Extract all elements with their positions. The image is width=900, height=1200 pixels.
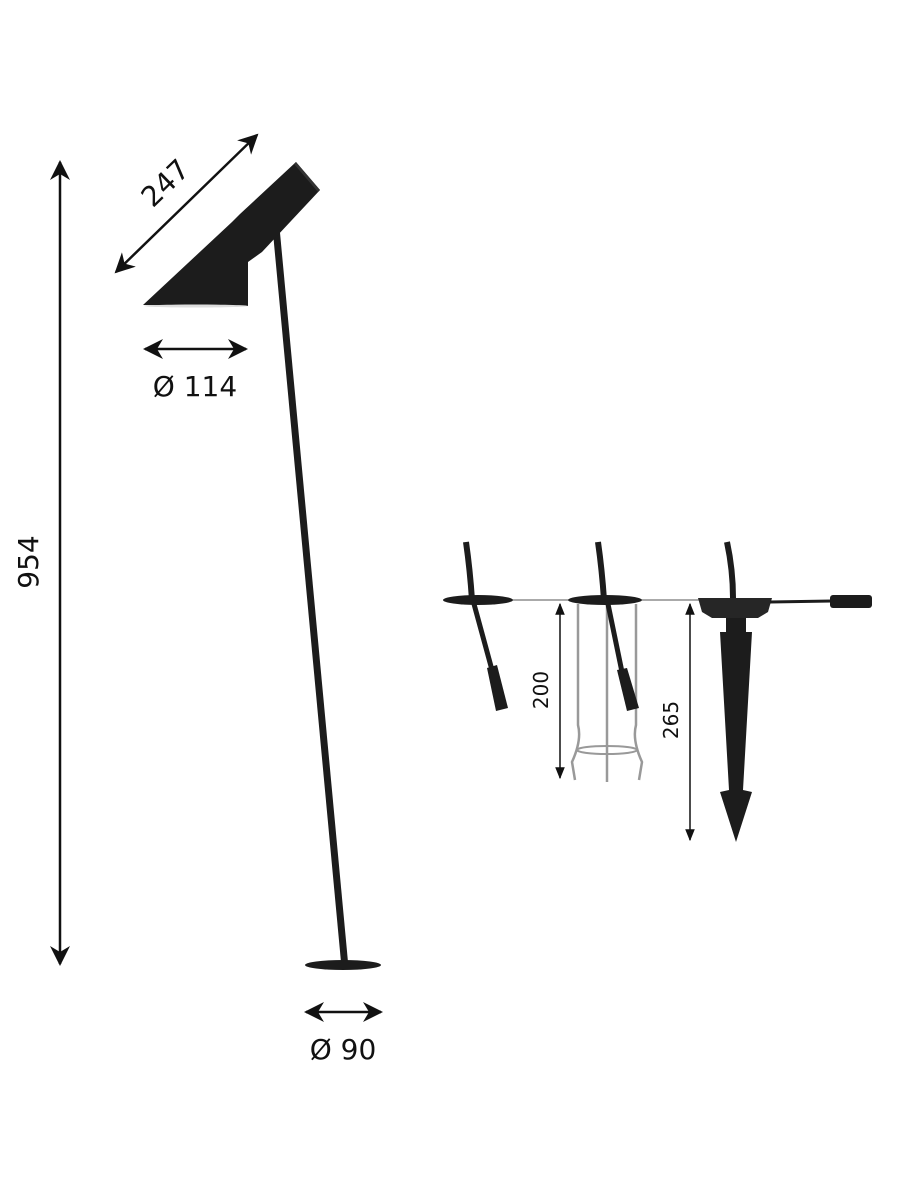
height-label: 954: [12, 535, 45, 588]
lamp-pole: [272, 222, 348, 962]
shade-length-dimension-line: [114, 133, 259, 274]
shade-diameter-label: Ø 114: [153, 370, 237, 403]
lamp-base: [305, 960, 381, 970]
anchor-depth-label: 200: [529, 671, 553, 709]
steel-anchor-option: [568, 541, 644, 782]
ground-spike-option: [698, 541, 872, 842]
base-diameter-label: Ø 90: [310, 1033, 377, 1066]
base-plate-option: [443, 541, 513, 711]
lamp-shade: [143, 162, 320, 308]
spike-depth-label: 265: [659, 701, 683, 739]
